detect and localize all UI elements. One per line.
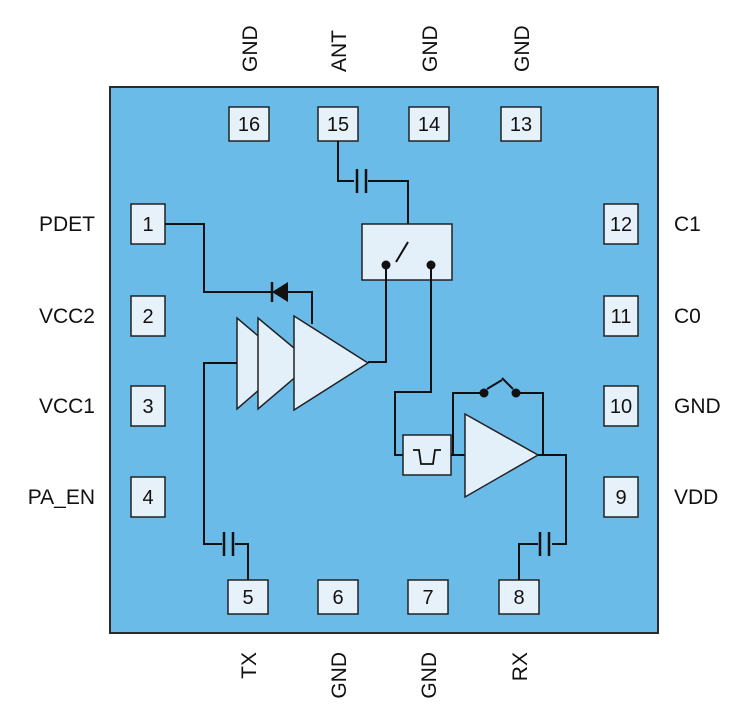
pad-1 (130, 203, 166, 245)
pin-15: 15 (317, 106, 359, 142)
pin-8-signal-label: RX (509, 652, 532, 681)
pin-10-number: 10 (610, 396, 632, 418)
pad-9 (603, 476, 639, 518)
pad-10 (603, 385, 639, 427)
pin-8: 8 (498, 579, 540, 615)
diode-to-pa-wire (288, 291, 313, 324)
pin-4: 4 (130, 476, 166, 518)
pin-13-signal-label: GND (511, 25, 534, 72)
ant-to-switch-wire (368, 180, 409, 236)
package-body (109, 86, 659, 634)
pin-16-signal-label: GND (239, 25, 262, 72)
pin-11: 11 (603, 295, 639, 337)
tr-switch-box (361, 223, 453, 281)
pin-4-number: 4 (142, 487, 153, 509)
bypass-switch-contact-right (511, 388, 521, 398)
tr-switch-arm (395, 241, 409, 263)
pin-6-signal-label: GND (328, 652, 351, 699)
pa-input-wire (203, 362, 237, 545)
pin-11-signal-label: C0 (674, 305, 701, 328)
pad-16 (228, 106, 270, 142)
ant-wire (337, 141, 354, 182)
bandpass-filter (402, 434, 452, 476)
pin-12-number: 12 (610, 214, 632, 236)
pad-2 (130, 295, 166, 337)
pin-15-number: 15 (327, 114, 349, 136)
bypass-switch-arm (486, 379, 503, 390)
tx-wire (235, 543, 249, 580)
pin-11-number: 11 (611, 306, 632, 328)
pa-stage-2 (257, 316, 314, 411)
pin-1: 1 (130, 203, 166, 245)
pin-10: 10 (603, 385, 639, 427)
pin-6-number: 6 (332, 587, 343, 609)
pin-3: 3 (130, 385, 166, 427)
pad-11 (603, 295, 639, 337)
pad-14 (408, 106, 450, 142)
pin-2-signal-label: VCC2 (39, 305, 95, 328)
pin-14-signal-label: GND (419, 25, 442, 72)
pin-5-signal-label: TX (238, 652, 261, 679)
low-noise-amplifier (464, 412, 540, 499)
pin-10-signal-label: GND (674, 395, 721, 418)
pad-13 (500, 106, 542, 142)
rx-dc-block-capacitor (538, 532, 551, 556)
bypass-switch-arm-right (501, 377, 514, 390)
pin-8-number: 8 (513, 587, 524, 609)
pin-12-signal-label: C1 (674, 213, 701, 236)
pad-7 (407, 579, 449, 615)
pin-3-signal-label: VCC1 (39, 395, 95, 418)
pin-5-number: 5 (242, 587, 253, 609)
pin-7-number: 7 (422, 587, 433, 609)
pin-9-signal-label: VDD (674, 486, 718, 509)
pin-2-number: 2 (142, 306, 153, 328)
pin-14: 14 (408, 106, 450, 142)
pin-5: 5 (227, 579, 269, 615)
pa-stage-3 (293, 314, 370, 412)
pad-3 (130, 385, 166, 427)
pin-15-signal-label: ANT (328, 30, 351, 72)
pin-7-signal-label: GND (418, 652, 441, 699)
pin-9: 9 (603, 476, 639, 518)
pin-13-number: 13 (510, 114, 532, 136)
pin-9-number: 9 (615, 487, 626, 509)
pin-6: 6 (317, 579, 359, 615)
pad-4 (130, 476, 166, 518)
pin-4-signal-label: PA_EN (28, 486, 95, 509)
rx-wire (518, 543, 538, 580)
switch-to-pa-wire (368, 265, 387, 363)
pin-1-signal-label: PDET (39, 213, 95, 236)
pad-8 (498, 579, 540, 615)
lna-bypass-wire (452, 392, 544, 455)
pad-6 (317, 579, 359, 615)
pin-16: 16 (228, 106, 270, 142)
pin-2: 2 (130, 295, 166, 337)
pin-14-number: 14 (418, 114, 440, 136)
pdet-wire (165, 223, 272, 293)
ant-dc-block-capacitor (355, 169, 368, 193)
power-amplifier (236, 314, 370, 412)
pin-1-number: 1 (142, 214, 153, 236)
pin-13: 13 (500, 106, 542, 142)
detector-diode (270, 282, 288, 302)
pin-16-number: 16 (238, 114, 260, 136)
switch-to-filter-wire (394, 265, 432, 456)
pin-12: 12 (603, 203, 639, 245)
bypass-switch-contact-left (479, 388, 489, 398)
pad-12 (603, 203, 639, 245)
pin-7: 7 (407, 579, 449, 615)
lna-output-wire (538, 454, 567, 545)
pin-3-number: 3 (142, 396, 153, 418)
tx-dc-block-capacitor (222, 532, 235, 556)
